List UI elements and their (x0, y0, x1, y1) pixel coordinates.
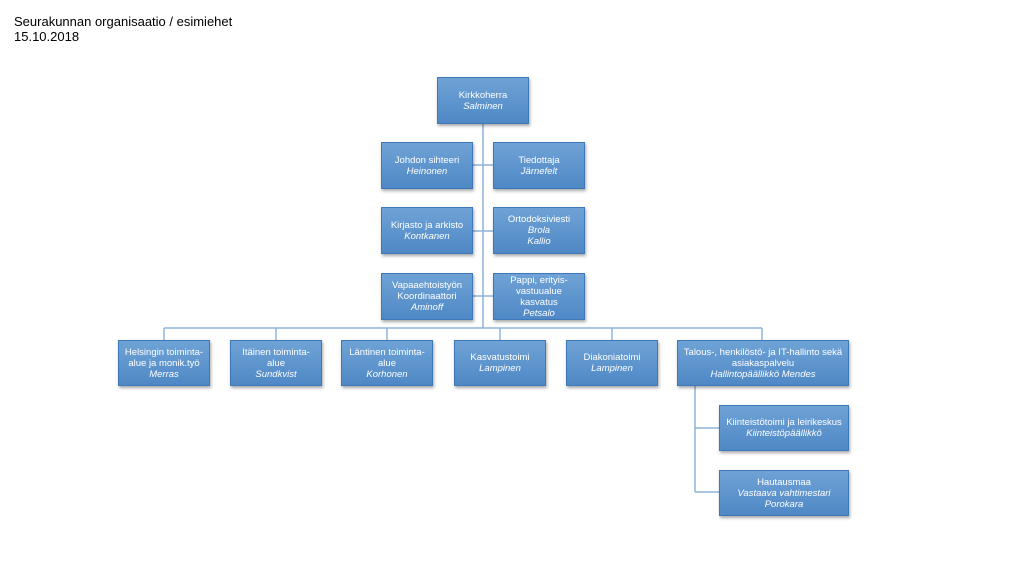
node-kasvatustoimi: Kasvatustoimi Lampinen (454, 340, 546, 386)
node-diakoniatoimi: Diakoniatoimi Lampinen (566, 340, 658, 386)
node-title: Johdon sihteeri (394, 154, 460, 166)
node-name: Brola (527, 225, 551, 236)
node-title: asiakaspalvelu (731, 357, 795, 369)
node-name: Lampinen (591, 363, 633, 374)
node-title: alue (267, 357, 285, 369)
node-name: Sundkvist (255, 368, 297, 380)
node-name: Porokara (764, 498, 804, 510)
node-name: Hallintopäällikkö Mendes (710, 368, 816, 380)
node-title: Pappi, erityis- (510, 274, 568, 286)
node-name: Aminoff (410, 302, 444, 313)
node-name: Petsalo (523, 307, 555, 319)
node-name: Kiinteistöpäällikkö (746, 428, 822, 439)
node-helsinki: Helsingin toiminta- alue ja monik.työ Me… (118, 340, 210, 386)
node-title: alue ja monik.työ (128, 357, 200, 369)
node-ortodoksiviesti: Ortodoksiviesti Brola Kallio (493, 207, 585, 254)
node-name: Merras (149, 368, 179, 380)
page-title: Seurakunnan organisaatio / esimiehet (14, 14, 233, 29)
node-title: Kasvatustoimi (470, 352, 530, 363)
node-vapaaehtoistyo: Vapaaehtoistyön Koordinaattori Aminoff (381, 273, 473, 320)
node-name: Kontkanen (404, 230, 450, 242)
node-title: Kirjasto ja arkisto (390, 219, 464, 231)
node-title: Tiedottaja (518, 154, 560, 166)
node-kirkkoherra: Kirkkoherra Salminen (437, 77, 529, 124)
node-name: Heinonen (406, 165, 448, 177)
node-title: Koordinaattori (397, 291, 457, 302)
node-title: Talous-, henkilöstö- ja IT-hallinto sekä (683, 346, 843, 358)
node-kirjasto: Kirjasto ja arkisto Kontkanen (381, 207, 473, 254)
node-kiinteistotoimi: Kiinteistötoimi ja leirikeskus Kiinteist… (719, 405, 849, 451)
node-title: alue (378, 357, 396, 369)
node-itainen: Itäinen toiminta- alue Sundkvist (230, 340, 322, 386)
node-name: Korhonen (366, 368, 408, 380)
node-title: Diakoniatoimi (583, 352, 641, 363)
node-tiedottaja: Tiedottaja Järnefelt (493, 142, 585, 189)
node-title: Hautausmaa (757, 476, 811, 488)
node-title: Kirkkoherra (458, 89, 508, 101)
header: Seurakunnan organisaatio / esimiehet 15.… (14, 14, 232, 44)
node-name: Kallio (527, 236, 551, 247)
node-name: Vastaava vahtimestari (737, 487, 831, 499)
node-title: Läntinen toiminta- (349, 346, 425, 358)
node-johdon-sihteeri: Johdon sihteeri Heinonen (381, 142, 473, 189)
node-name: Järnefelt (520, 165, 558, 177)
page-date: 15.10.2018 (14, 29, 80, 44)
node-pappi: Pappi, erityis- vastuualue kasvatus Pets… (493, 273, 585, 320)
node-hautausmaa: Hautausmaa Vastaava vahtimestari Porokar… (719, 470, 849, 516)
node-lantinen: Läntinen toiminta- alue Korhonen (341, 340, 433, 386)
node-title: Vapaaehtoistyön (391, 280, 463, 291)
node-title: Ortodoksiviesti (507, 214, 571, 225)
node-title: Helsingin toiminta- (124, 346, 204, 358)
node-talous: Talous-, henkilöstö- ja IT-hallinto sekä… (677, 340, 849, 386)
node-name: Lampinen (479, 363, 521, 374)
node-title: Itäinen toiminta- (242, 346, 310, 358)
node-title: Kiinteistötoimi ja leirikeskus (726, 417, 842, 428)
node-title: vastuualue kasvatus (516, 285, 562, 308)
node-name: Salminen (463, 100, 503, 112)
